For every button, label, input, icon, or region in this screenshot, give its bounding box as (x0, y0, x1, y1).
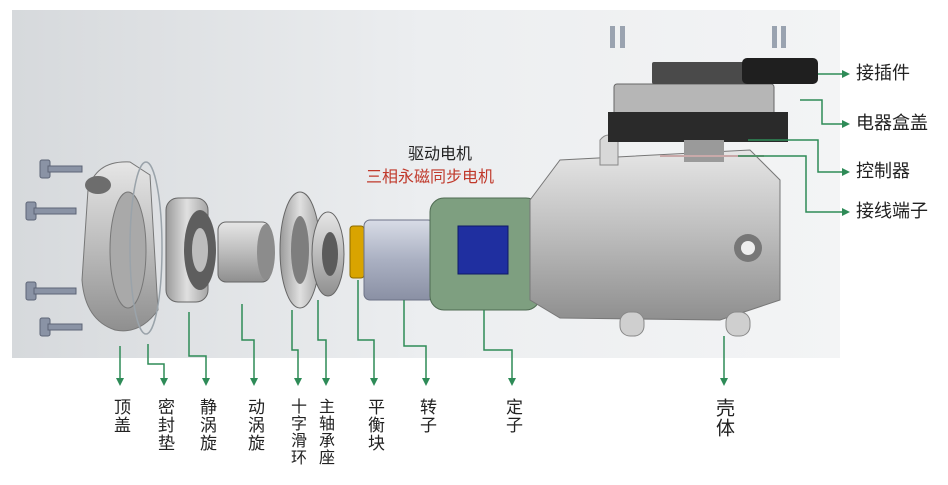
diagram-title: 驱动电机 (408, 144, 473, 163)
balance-block-part (349, 225, 365, 279)
fixed-scroll-part (165, 197, 216, 303)
label-rotor: 转子 (416, 398, 436, 434)
main-bearing-seat-part (311, 211, 345, 297)
label-moving-scroll: 动涡旋 (244, 398, 264, 452)
label-oldham-ring: 十字滑环 (288, 398, 307, 466)
rotor-part (363, 219, 435, 301)
right-leaders (738, 73, 842, 213)
label-balance-block: 平衡块 (364, 398, 384, 452)
label-housing: 壳体 (713, 398, 735, 438)
label-gasket: 密封垫 (154, 398, 174, 452)
gasket-part (129, 161, 163, 335)
label-top-cover: 顶盖 (110, 398, 130, 434)
label-terminal: 接线端子 (856, 201, 928, 222)
oldham-ring-part (279, 191, 321, 309)
label-stator: 定子 (502, 398, 522, 434)
label-main-bearing-seat: 主轴承座 (316, 398, 335, 466)
label-fixed-scroll: 静涡旋 (196, 398, 216, 452)
label-electrical-box-cover: 电器盒盖 (856, 113, 928, 134)
stator-part (429, 197, 541, 311)
label-controller: 控制器 (856, 161, 910, 182)
moving-scroll-part (217, 221, 275, 283)
top-cover-part (81, 161, 159, 332)
bolts-left (25, 159, 83, 337)
bottom-leaders (119, 280, 725, 378)
diagram-subtitle: 三相永磁同步电机 (366, 167, 495, 186)
label-connector: 接插件 (856, 63, 910, 84)
controller-stack-part (608, 26, 818, 162)
housing-part (529, 134, 781, 337)
